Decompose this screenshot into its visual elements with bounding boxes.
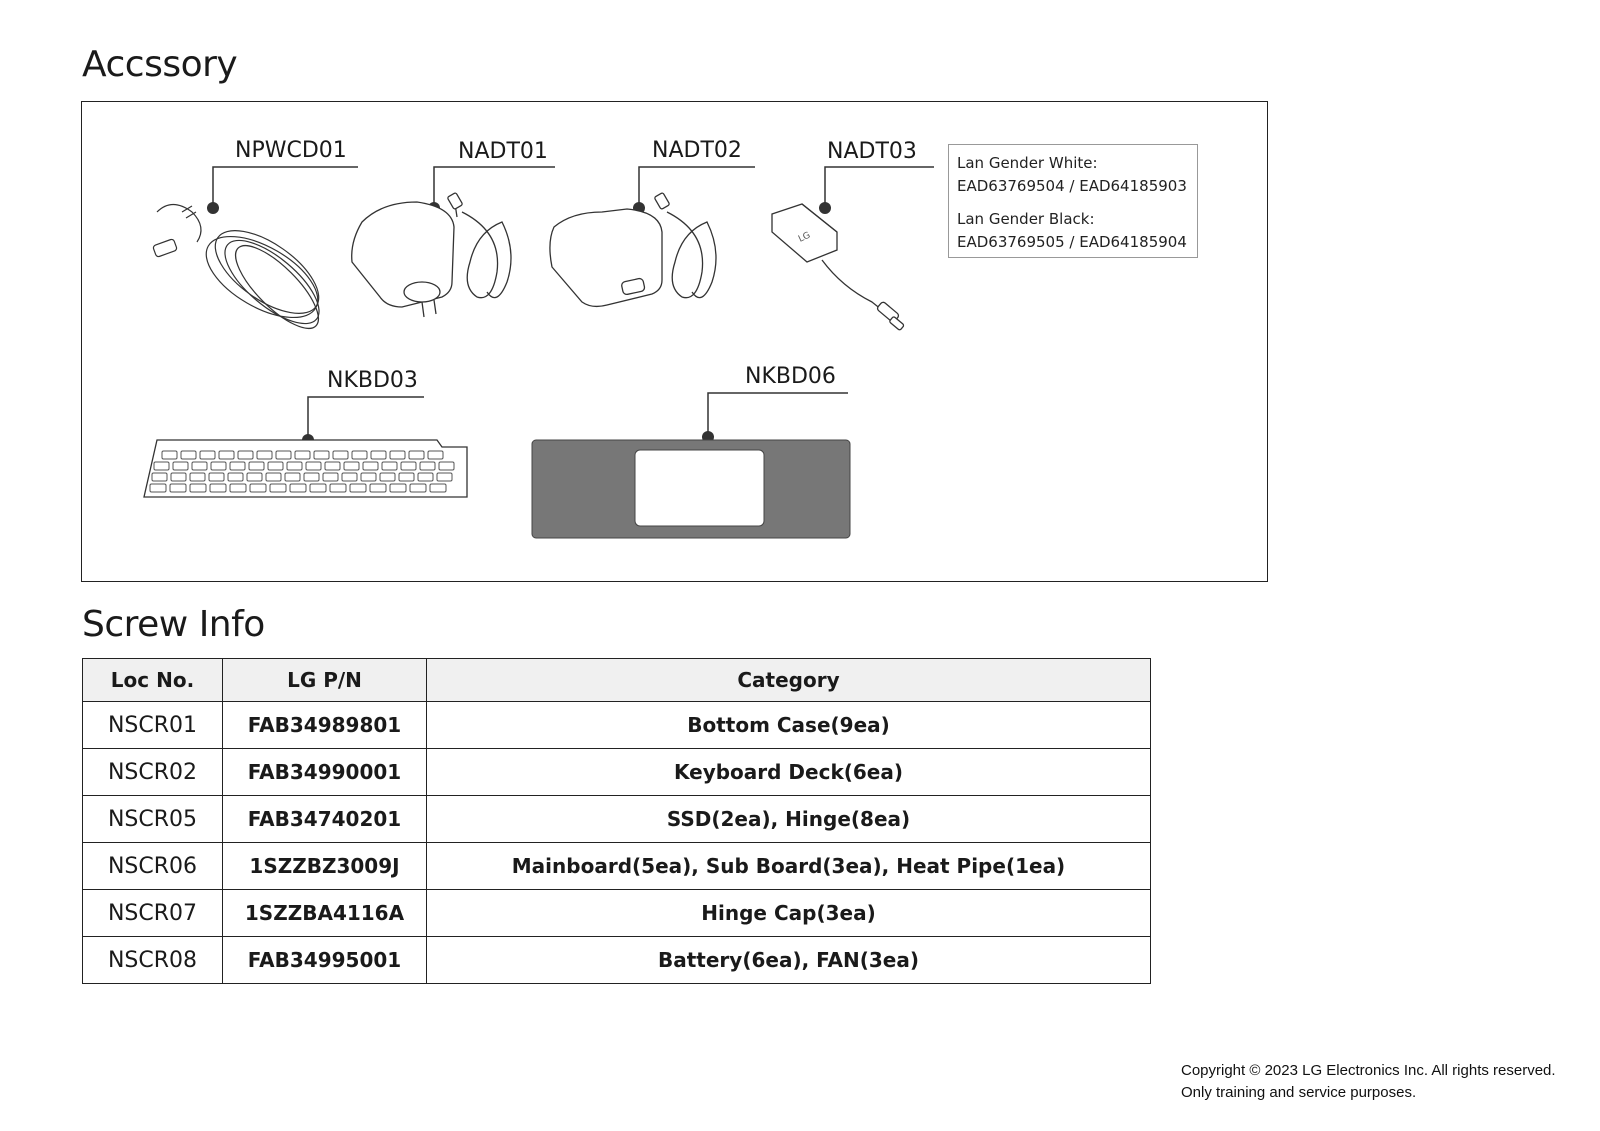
cell-lg-pn: 1SZZBA4116A — [222, 889, 427, 937]
copyright-text: Copyright © 2023 LG Electronics Inc. All… — [1181, 1062, 1556, 1079]
touchpad-deck-icon — [531, 439, 851, 539]
screw-info-title: Screw Info — [82, 604, 265, 645]
table-row: NSCR07 1SZZBA4116A Hinge Cap(3ea) — [82, 889, 1151, 937]
usb-c-adapter-icon — [549, 192, 717, 308]
cell-loc-no: NSCR08 — [82, 936, 223, 984]
lan-black-pn: EAD63769505 / EAD64185904 — [957, 233, 1187, 251]
table-header-row: Loc No. LG P/N Category — [82, 658, 1151, 702]
purpose-text: Only training and service purposes. — [1181, 1084, 1417, 1101]
cell-loc-no: NSCR06 — [82, 842, 223, 890]
leader-npwcd01 — [212, 166, 358, 208]
label-nkbd03: NKBD03 — [327, 368, 418, 393]
table-row: NSCR01 FAB34989801 Bottom Case(9ea) — [82, 701, 1151, 749]
cell-lg-pn: FAB34990001 — [222, 748, 427, 796]
header-category: Category — [426, 658, 1151, 702]
leader-nadt02 — [638, 166, 755, 208]
copyright-footer: Copyright © 2023 LG Electronics Inc. All… — [1181, 1060, 1556, 1104]
leader-nkbd03 — [307, 396, 424, 440]
cell-lg-pn: FAB34740201 — [222, 795, 427, 843]
accessory-panel: LG NPWCD01 NADT01 NADT02 NADT03 NKBD03 N… — [81, 101, 1268, 582]
cell-category: SSD(2ea), Hinge(8ea) — [426, 795, 1151, 843]
cell-category: Mainboard(5ea), Sub Board(3ea), Heat Pip… — [426, 842, 1151, 890]
cell-category: Bottom Case(9ea) — [426, 701, 1151, 749]
header-lg-pn: LG P/N — [222, 658, 427, 702]
leader-nadt03 — [824, 166, 934, 208]
leader-nkbd06 — [707, 392, 848, 437]
label-npwcd01: NPWCD01 — [235, 138, 347, 163]
cell-lg-pn: FAB34995001 — [222, 936, 427, 984]
table-row: NSCR08 FAB34995001 Battery(6ea), FAN(3ea… — [82, 936, 1151, 984]
lan-gender-icon — [771, 203, 905, 331]
cell-loc-no: NSCR02 — [82, 748, 223, 796]
cell-category: Hinge Cap(3ea) — [426, 889, 1151, 937]
keyboard-icon — [143, 439, 468, 498]
header-loc-no: Loc No. — [82, 658, 223, 702]
lg-logo-text: LG — [797, 231, 812, 245]
power-cord-icon — [152, 203, 320, 329]
screw-info-table: Loc No. LG P/N Category NSCR01 FAB349898… — [82, 658, 1151, 984]
label-nkbd06: NKBD06 — [745, 364, 836, 389]
cell-lg-pn: 1SZZBZ3009J — [222, 842, 427, 890]
table-row: NSCR06 1SZZBZ3009J Mainboard(5ea), Sub B… — [82, 842, 1151, 890]
lan-white-pn: EAD63769504 / EAD64185903 — [957, 177, 1187, 195]
eu-adapter-icon — [351, 192, 512, 318]
lan-black-label: Lan Gender Black: — [957, 210, 1095, 228]
table-row: NSCR02 FAB34990001 Keyboard Deck(6ea) — [82, 748, 1151, 796]
label-nadt01: NADT01 — [458, 139, 548, 164]
cell-loc-no: NSCR01 — [82, 701, 223, 749]
lan-white-label: Lan Gender White: — [957, 154, 1098, 172]
label-nadt02: NADT02 — [652, 138, 742, 163]
table-row: NSCR05 FAB34740201 SSD(2ea), Hinge(8ea) — [82, 795, 1151, 843]
cell-category: Battery(6ea), FAN(3ea) — [426, 936, 1151, 984]
label-nadt03: NADT03 — [827, 139, 917, 164]
cell-loc-no: NSCR07 — [82, 889, 223, 937]
accessory-title: Accssory — [82, 44, 238, 85]
cell-category: Keyboard Deck(6ea) — [426, 748, 1151, 796]
cell-loc-no: NSCR05 — [82, 795, 223, 843]
lan-gender-note: Lan Gender White: EAD63769504 / EAD64185… — [948, 144, 1198, 258]
leader-nadt01 — [433, 166, 555, 208]
cell-lg-pn: FAB34989801 — [222, 701, 427, 749]
